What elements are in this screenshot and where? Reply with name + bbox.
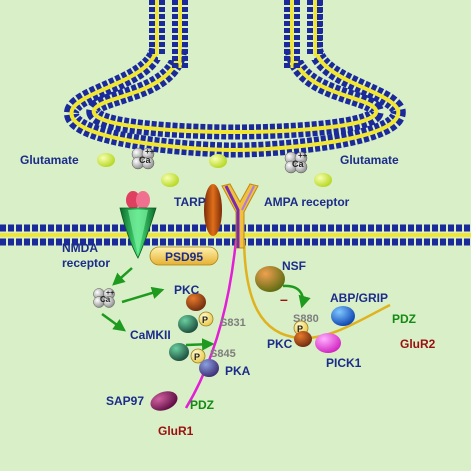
glur2-label: GluR2 bbox=[400, 337, 436, 351]
glur1-tail bbox=[184, 239, 238, 409]
camkii-label: CaMKII bbox=[130, 328, 171, 342]
camkii-protein-2 bbox=[169, 343, 189, 361]
pdz-glur2-label: PDZ bbox=[392, 312, 416, 326]
phosphate-label: P bbox=[297, 324, 303, 334]
glur1-label: GluR1 bbox=[158, 424, 194, 438]
glutamate-molecule-icon bbox=[161, 173, 179, 187]
psd95-protein: PSD95 bbox=[149, 246, 219, 266]
calcium-ion-icon: Ca ++ bbox=[284, 151, 308, 174]
inhibit-sign: – bbox=[280, 291, 288, 307]
abp-grip-protein bbox=[331, 306, 355, 326]
s845-label: S845 bbox=[210, 348, 236, 360]
svg-text:++: ++ bbox=[106, 290, 114, 297]
tarp-protein bbox=[204, 184, 222, 236]
sap97-protein bbox=[150, 391, 178, 411]
pick1-protein bbox=[315, 333, 341, 353]
phosphate-label: P bbox=[194, 352, 200, 362]
glutamate-molecule-icon bbox=[97, 153, 115, 167]
glutamate-molecule-icon bbox=[209, 154, 227, 168]
nsf-label: NSF bbox=[282, 259, 306, 273]
svg-text:++: ++ bbox=[298, 151, 308, 160]
pkc-right-protein bbox=[294, 331, 312, 347]
glutamate-molecules bbox=[97, 153, 332, 187]
signaling-arrows bbox=[101, 267, 215, 351]
pkc-left-protein bbox=[186, 293, 206, 311]
s831-label: S831 bbox=[220, 317, 246, 329]
ampa-receptor-label: AMPA receptor bbox=[264, 195, 350, 209]
sap97-label: SAP97 bbox=[106, 394, 144, 408]
pdz-glur1-label: PDZ bbox=[190, 398, 214, 412]
pkc-left-label: PKC bbox=[174, 283, 200, 297]
abp-grip-label: ABP/GRIP bbox=[330, 291, 388, 305]
svg-text:Ca: Ca bbox=[139, 155, 151, 165]
phosphate-circle-icon bbox=[198, 311, 214, 327]
glutamate-molecule-icon bbox=[314, 173, 332, 187]
nmda-label-line1: NMDA bbox=[62, 241, 98, 255]
svg-text:Ca: Ca bbox=[100, 295, 111, 304]
pka-label: PKA bbox=[225, 364, 251, 378]
tarp-label: TARP bbox=[174, 195, 206, 209]
pkc-right-label: PKC bbox=[267, 337, 293, 351]
pick1-label: PICK1 bbox=[326, 356, 362, 370]
phosphate-circle-icon bbox=[190, 348, 206, 364]
calcium-ion-icon: Ca ++ bbox=[131, 147, 155, 170]
camkii-protein-1 bbox=[178, 315, 198, 333]
nsf-protein bbox=[255, 266, 285, 292]
nmda-label-line2: receptor bbox=[62, 256, 110, 270]
glutamate-label-left: Glutamate bbox=[20, 153, 79, 167]
psd95-label: PSD95 bbox=[165, 250, 203, 264]
glutamate-label-right: Glutamate bbox=[340, 153, 399, 167]
svg-text:Ca: Ca bbox=[292, 159, 304, 169]
nsf-arrow bbox=[282, 284, 311, 309]
svg-text:++: ++ bbox=[145, 147, 155, 156]
presynaptic-membrane bbox=[64, 0, 406, 158]
pka-protein bbox=[199, 359, 219, 377]
phosphate-label: P bbox=[202, 315, 208, 325]
ampa-receptor bbox=[221, 183, 259, 249]
nmda-receptor bbox=[119, 191, 157, 259]
calcium-ion-icon: Ca ++ bbox=[93, 288, 115, 308]
